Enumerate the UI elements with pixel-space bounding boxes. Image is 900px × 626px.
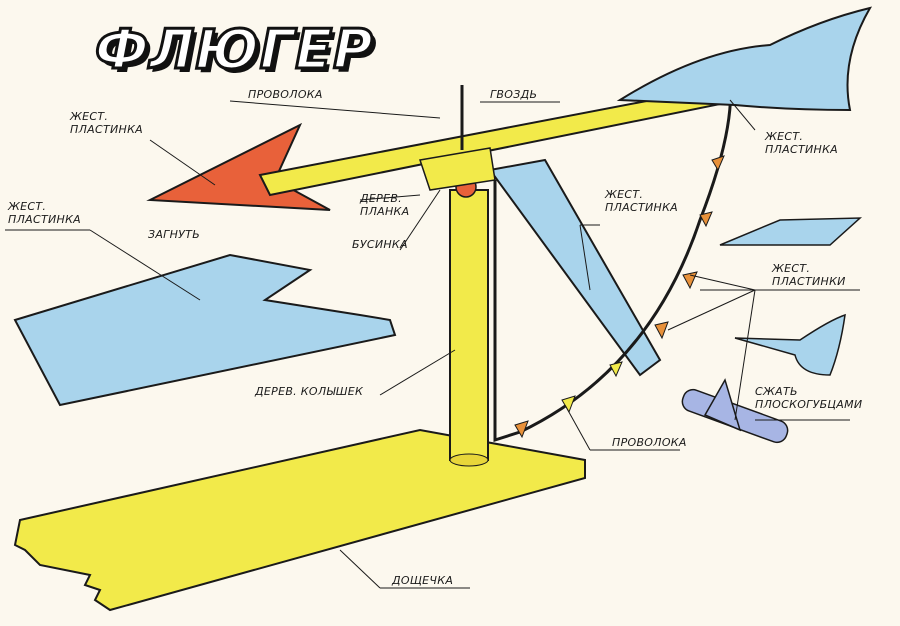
label-tin-plate-left-top: ЖЕСТ.ПЛАСТИНКА xyxy=(70,110,143,136)
label-line: ПЛАСТИНКИ xyxy=(772,275,846,288)
tin-plate-middle xyxy=(488,158,662,377)
label-line: ЖЕСТ. xyxy=(765,130,804,143)
page-title: ФЛЮГЕР xyxy=(94,17,375,83)
label-nail: ГВОЗДЬ xyxy=(490,88,538,101)
flag-tin-plate xyxy=(616,6,873,112)
board xyxy=(13,428,586,612)
label-wire-top: ПРОВОЛОКА xyxy=(248,88,323,101)
label-wire-bottom: ПРОВОЛОКА xyxy=(612,436,687,449)
label-bead: БУСИНКА xyxy=(352,238,408,251)
label-line: ЖЕСТ. xyxy=(8,200,47,213)
label-line: СЖАТЬ xyxy=(755,385,798,398)
label-tin-plates: ЖЕСТ.ПЛАСТИНКИ xyxy=(772,262,846,288)
label-line: ПЛАСТИНКА xyxy=(765,143,839,156)
label-wood-plank: ДЕРЕВ.ПЛАНКА xyxy=(360,192,409,218)
tin-plate-flat xyxy=(719,217,863,246)
label-line: ПЛОСКОГУБЦАМИ xyxy=(755,398,863,411)
label-tin-plate-right-top: ЖЕСТ.ПЛАСТИНКА xyxy=(765,130,838,156)
label-line: ЖЕСТ. xyxy=(605,188,644,201)
label-line: ПЛАСТИНКА xyxy=(8,213,82,226)
tin-plate-bent xyxy=(734,313,846,376)
label-line: ЖЕСТ. xyxy=(70,110,109,123)
label-line: ПЛАНКА xyxy=(360,205,410,218)
label-tin-plate-left: ЖЕСТ.ПЛАСТИНКА xyxy=(8,200,81,226)
label-tin-plate-middle: ЖЕСТ.ПЛАСТИНКА xyxy=(605,188,678,214)
label-bend: ЗАГНУТЬ xyxy=(148,228,201,241)
label-board: ДОЩЕЧКА xyxy=(392,574,454,587)
label-wood-peg: ДЕРЕВ. КОЛЫШЕК xyxy=(255,385,364,398)
wire-arc xyxy=(493,79,733,443)
tin-plate-left xyxy=(13,253,397,407)
label-line: ПЛАСТИНКА xyxy=(70,123,144,136)
label-line: ЖЕСТ. xyxy=(772,262,811,275)
wood-peg xyxy=(449,189,489,461)
label-line: ПЛАСТИНКА xyxy=(605,201,679,214)
label-line: ДЕРЕВ. xyxy=(360,192,402,205)
